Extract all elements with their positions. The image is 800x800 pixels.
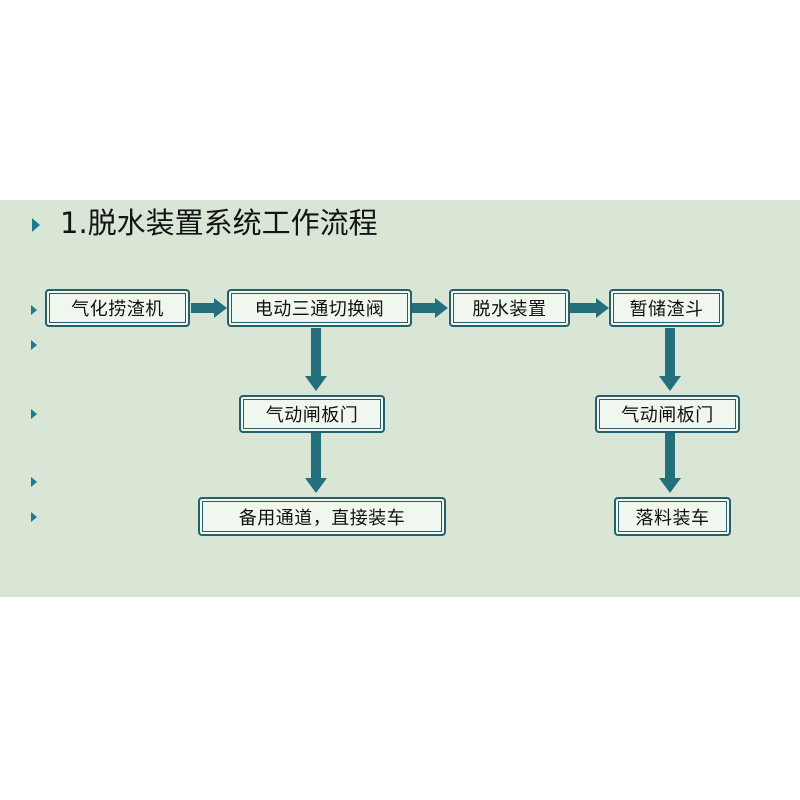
node-slag-conveyor: 气化捞渣机 <box>45 289 190 327</box>
arrow-down-icon <box>305 433 327 493</box>
row-bullet-icon <box>31 409 37 419</box>
node-storage-hopper: 暂储渣斗 <box>609 289 724 327</box>
node-discharge-loading: 落料装车 <box>614 497 731 536</box>
page-title: 1.脱水装置系统工作流程 <box>60 206 378 240</box>
arrow-down-icon <box>305 328 327 391</box>
arrow-right-icon <box>570 298 609 318</box>
node-three-way-valve: 电动三通切换阀 <box>227 289 412 327</box>
arrow-down-icon <box>659 328 681 391</box>
node-gate-valve-right: 气动闸板门 <box>595 395 740 433</box>
node-dewatering-device: 脱水装置 <box>449 289 570 327</box>
row-bullet-icon <box>31 305 37 315</box>
row-bullet-icon <box>31 512 37 522</box>
node-bypass-loading: 备用通道，直接装车 <box>198 497 446 536</box>
arrow-down-icon <box>659 433 681 493</box>
arrow-right-icon <box>191 298 227 318</box>
slide-panel: 1.脱水装置系统工作流程 <box>0 200 800 597</box>
title-bullet-icon <box>32 218 40 232</box>
row-bullet-icon <box>31 477 37 487</box>
arrow-right-icon <box>412 298 448 318</box>
node-gate-valve-left: 气动闸板门 <box>239 395 385 433</box>
flow-arrows <box>191 298 681 493</box>
row-bullet-icon <box>31 340 37 350</box>
